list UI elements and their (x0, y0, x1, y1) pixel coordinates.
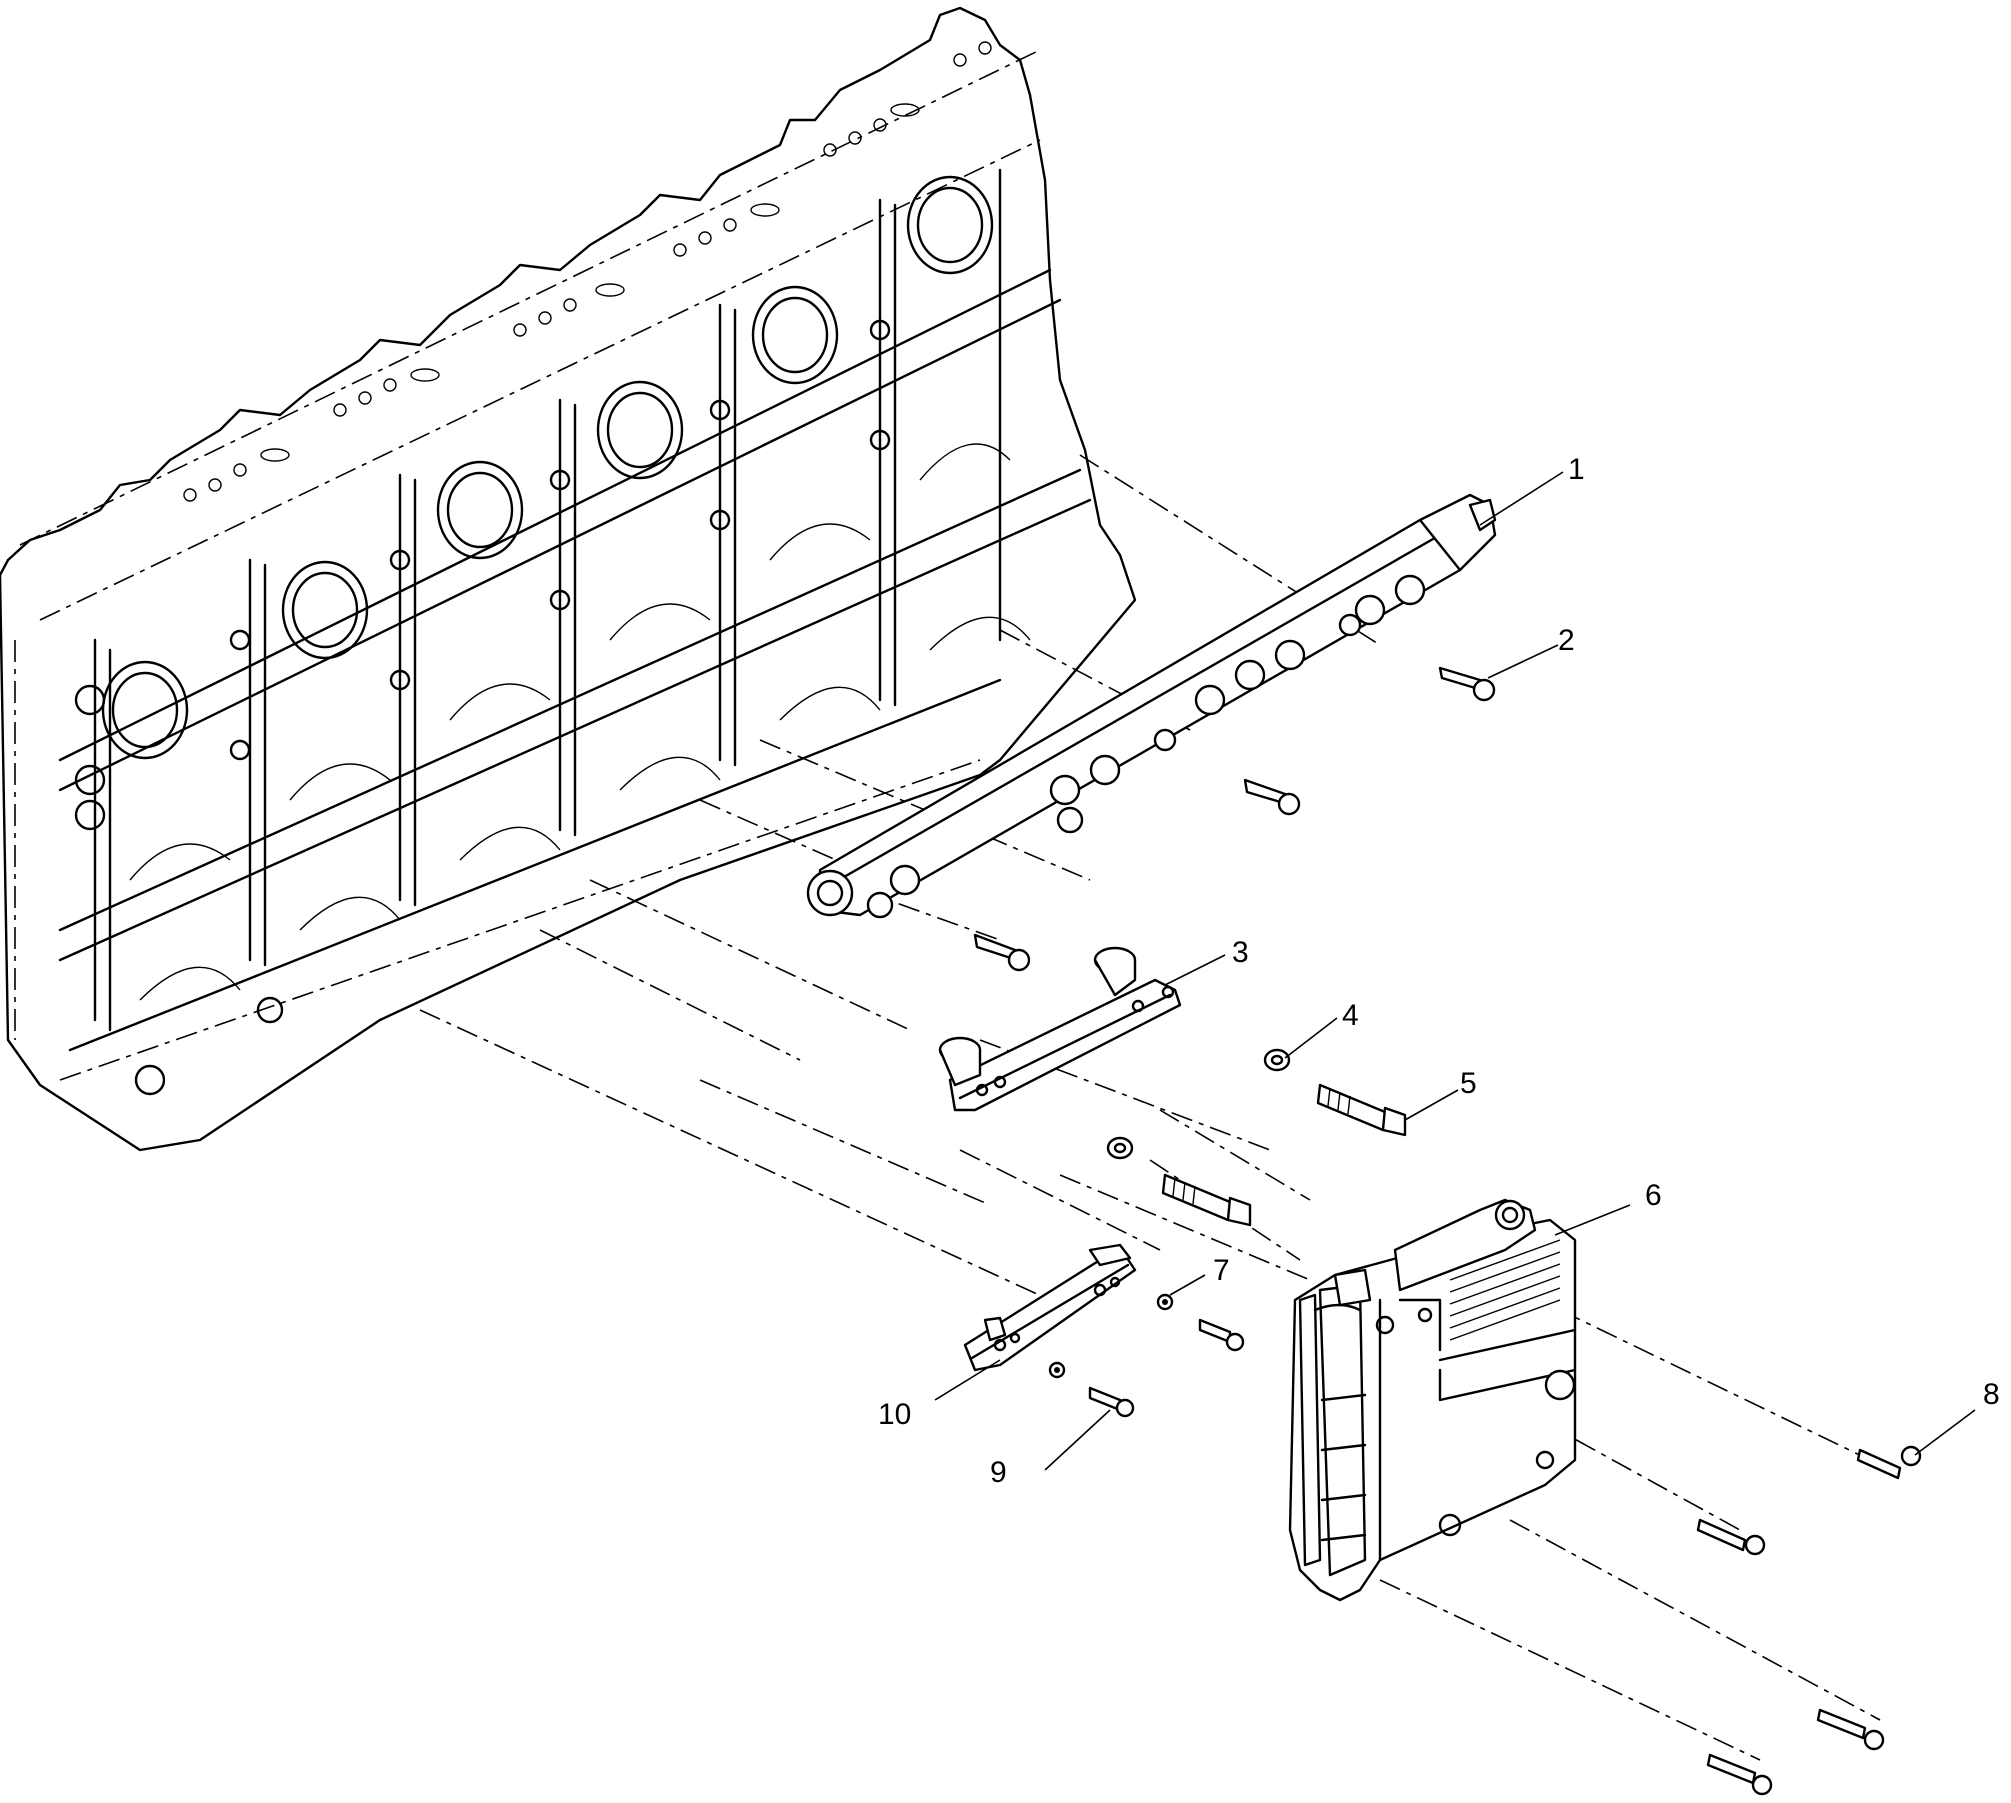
callout-10: 10 (878, 1398, 911, 1431)
bolt-7 (1198, 1318, 1245, 1352)
callout-leaders (934, 471, 1976, 1471)
callout-1: 1 (1568, 453, 1585, 486)
callout-4: 4 (1342, 999, 1359, 1032)
callout-7: 7 (1213, 1254, 1230, 1287)
callout-3: 3 (1232, 936, 1249, 969)
callout-5: 5 (1460, 1067, 1477, 1100)
rail-bolt-2 (1438, 666, 1496, 702)
callouts: 1 2 3 4 5 6 7 8 9 10 (878, 453, 2000, 1489)
bolt-8-d (1706, 1753, 1773, 1796)
washer-4 (1263, 1048, 1291, 1072)
bolt-8 (1856, 1445, 1922, 1480)
bracket-3 (938, 946, 1182, 1112)
lock-washer-9 (1048, 1361, 1066, 1379)
callout-8: 8 (1983, 1378, 2000, 1411)
engine-block (0, 6, 1137, 1152)
bolt-8-c (1816, 1708, 1885, 1751)
ecu-6 (1288, 1198, 1577, 1602)
bracket-10 (963, 1243, 1137, 1372)
lock-washer-7 (1156, 1293, 1174, 1311)
bolt-5 (1316, 1083, 1407, 1137)
callout-6: 6 (1645, 1179, 1662, 1212)
assembly-lines (419, 454, 1881, 1761)
bolt-9 (1088, 1386, 1135, 1418)
callout-2: 2 (1558, 624, 1575, 657)
washer-4-lower (1106, 1136, 1134, 1160)
rail-bolt-a (1243, 778, 1301, 816)
fuel-rail (806, 493, 1497, 919)
rail-bolt-b (973, 933, 1031, 972)
bolt-8-b (1696, 1518, 1766, 1556)
bolt-5-lower (1161, 1173, 1252, 1227)
callout-9: 9 (990, 1456, 1007, 1489)
